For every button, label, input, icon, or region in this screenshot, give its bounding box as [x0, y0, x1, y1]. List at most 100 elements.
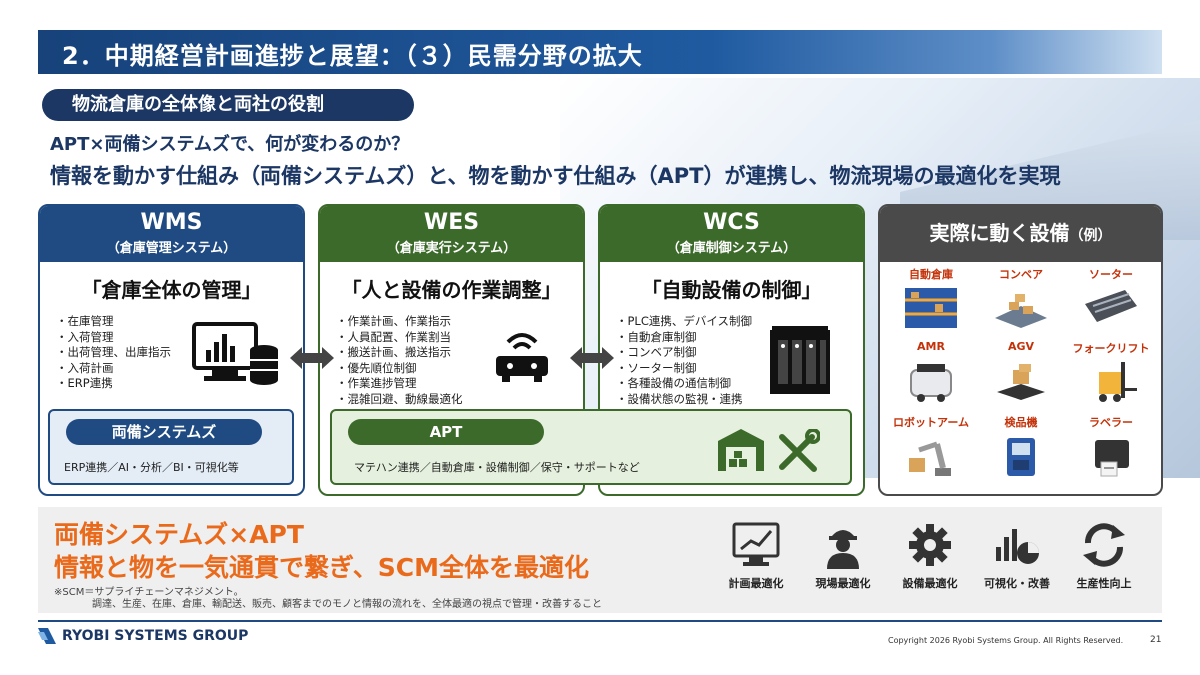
equipment-label: ソーター [1089, 268, 1133, 281]
router-wireless-icon [496, 333, 548, 382]
wes-bullet: 作業計画、作業指示 [336, 314, 463, 330]
title-bar: 2．中期経営計画進捗と展望：（３）民需分野の拡大 [38, 30, 1162, 74]
copyright-text: Copyright 2026 Ryobi Systems Group. All … [888, 636, 1124, 645]
amr-robot-icon [910, 364, 952, 402]
inspection-machine-icon [1007, 438, 1035, 476]
labeler-icon [1095, 440, 1129, 477]
wcs-name: WCS [703, 210, 760, 235]
equipment-panel: 実際に動く設備（例） 自動倉庫 コンベア ソーター AMR AGV フォークリフ… [878, 204, 1163, 496]
wms-bullet-list: 在庫管理 入荷管理 出荷管理、出庫指示 入荷計画 ERP連携 [56, 314, 172, 392]
wms-bullet: ERP連携 [56, 376, 171, 392]
worker-icon [827, 530, 859, 569]
wms-headline: 「倉庫全体の管理」 [81, 278, 262, 302]
wes-name: WES [423, 210, 480, 235]
footer-divider [38, 620, 1162, 622]
summary-headline-2: 情報と物を一気通貫で繋ぎ、SCM全体を最適化 [54, 553, 589, 582]
summary-band: 両備システムズ×APT 情報と物を一気通貫で繋ぎ、SCM全体を最適化 ※SCM＝… [38, 507, 1162, 613]
benefit-label: 設備最適化 [902, 577, 958, 590]
equipment-robot-arm: ロボットアーム [888, 414, 974, 482]
wcs-bullet: 自動倉庫制御 [616, 330, 752, 346]
wes-bullet-list: 作業計画、作業指示 人員配置、作業割当 搬送計画、搬送指示 優先順位制御 作業進… [336, 314, 463, 407]
equipment-label: ロボットアーム [892, 416, 969, 429]
wcs-fullname: （倉庫制御システム） [666, 241, 797, 256]
wcs-headline: 「自動設備の制御」 [641, 278, 822, 302]
benefit-label: 計画最適化 [728, 577, 784, 590]
apt-description: マテハン連携／自動倉庫・設備制御／保守・サポートなど [354, 461, 640, 474]
plc-controller-icon [770, 326, 830, 394]
wms-name: WMS [140, 210, 203, 235]
summary-headline-1: 両備システムズ×APT [54, 520, 304, 549]
auto-warehouse-icon [905, 288, 957, 328]
benefit-site: 現場最適化 [803, 521, 883, 591]
wms-header: WMS （倉庫管理システム） [40, 206, 303, 262]
equipment-agv: AGV [978, 340, 1064, 408]
equipment-inspection-machine: 検品機 [978, 414, 1064, 482]
equipment-labeler: ラベラー [1068, 414, 1154, 482]
gear-icon [909, 524, 951, 566]
benefit-label: 現場最適化 [815, 577, 871, 590]
wes-bullet: 搬送計画、搬送指示 [336, 345, 463, 361]
wcs-bullet: PLC連携、デバイス制御 [616, 314, 753, 330]
wcs-bullet: 各種設備の通信制御 [616, 376, 752, 392]
wcs-bullet: コンベア制御 [616, 345, 752, 361]
scm-definition: 調達、生産、在庫、倉庫、輸配送、販売、顧客までのモノと情報の流れを、全体最適の視… [92, 599, 602, 610]
equipment-auto-warehouse: 自動倉庫 [888, 266, 974, 334]
wms-bullet: 入荷管理 [56, 330, 171, 346]
cycle-icon [1083, 523, 1125, 567]
benefit-visualization: 可視化・改善 [977, 521, 1057, 591]
wcs-bullet: ソーター制御 [616, 361, 752, 377]
benefit-label: 可視化・改善 [984, 577, 1050, 590]
arrow-wes-wcs-icon [570, 347, 614, 369]
section-pill: 物流倉庫の全体像と両社の役割 [42, 89, 414, 121]
wms-fullname: （倉庫管理システム） [106, 241, 237, 256]
equipment-title-note: （例） [1069, 228, 1112, 244]
lead-question: APT×両備システムズで、何が変わるのか？ [50, 134, 410, 155]
scm-note: ※SCM＝サプライチェーンマネジメント。 [54, 587, 244, 598]
ryobi-description: ERP連携／AI・分析／BI・可視化等 [64, 461, 239, 474]
robot-arm-icon [909, 441, 951, 476]
wes-bullet: 混雑回避、動線最適化 [336, 392, 463, 408]
equipment-label: ラベラー [1089, 416, 1133, 429]
apt-label: APT [348, 419, 544, 445]
equipment-label: 自動倉庫 [909, 268, 953, 281]
equipment-forklift: フォークリフト [1068, 340, 1154, 408]
equipment-label: フォークリフト [1072, 342, 1150, 355]
logo-mark-icon [38, 628, 56, 644]
ryobi-role-box: 両備システムズ ERP連携／AI・分析／BI・可視化等 [48, 409, 294, 485]
conveyor-icon [995, 294, 1047, 328]
equipment-label: AMR [917, 340, 945, 353]
chart-pie-icon [996, 529, 1039, 564]
wes-bullet: 優先順位制御 [336, 361, 463, 377]
lead-statement: 情報を動かす仕組み（両備システムズ）と、物を動かす仕組み（APT）が連携し、物流… [50, 164, 1061, 188]
equipment-label: 検品機 [1004, 416, 1038, 429]
monitor-database-icon [192, 322, 278, 385]
wms-bullet: 在庫管理 [56, 314, 171, 330]
wcs-bullet: 設備状態の監視・連携 [616, 392, 752, 408]
benefit-equipment: 設備最適化 [890, 521, 970, 591]
wcs-bullet-list: PLC連携、デバイス制御 自動倉庫制御 コンベア制御 ソーター制御 各種設備の通… [616, 314, 753, 408]
wms-bullet: 出荷管理、出庫指示 [56, 345, 172, 361]
equipment-sorter: ソーター [1068, 266, 1154, 334]
page-number: 21 [1150, 635, 1162, 645]
wes-headline: 「人と設備の作業調整」 [341, 278, 562, 302]
company-logo: RYOBI SYSTEMS GROUP [38, 628, 248, 644]
equipment-title: 実際に動く設備 [929, 221, 1070, 245]
equipment-conveyor: コンベア [978, 266, 1064, 334]
ryobi-label: 両備システムズ [66, 419, 262, 445]
wes-bullet: 人員配置、作業割当 [336, 330, 463, 346]
agv-icon [997, 364, 1045, 400]
wes-fullname: （倉庫実行システム） [386, 241, 517, 256]
monitor-chart-icon [732, 522, 780, 566]
forklift-icon [1099, 362, 1137, 402]
wcs-header: WCS （倉庫制御システム） [600, 206, 863, 262]
tools-icon [779, 429, 820, 472]
equipment-label: コンベア [999, 268, 1043, 281]
warehouse-icon [718, 429, 764, 471]
apt-role-box: APT マテハン連携／自動倉庫・設備制御／保守・サポートなど [330, 409, 852, 485]
equipment-amr: AMR [888, 340, 974, 408]
equipment-label: AGV [1007, 340, 1035, 353]
wms-bullet: 入荷計画 [56, 361, 171, 377]
benefit-planning: 計画最適化 [716, 521, 796, 591]
benefit-productivity: 生産性向上 [1064, 521, 1144, 591]
logo-text: RYOBI SYSTEMS GROUP [62, 628, 249, 644]
